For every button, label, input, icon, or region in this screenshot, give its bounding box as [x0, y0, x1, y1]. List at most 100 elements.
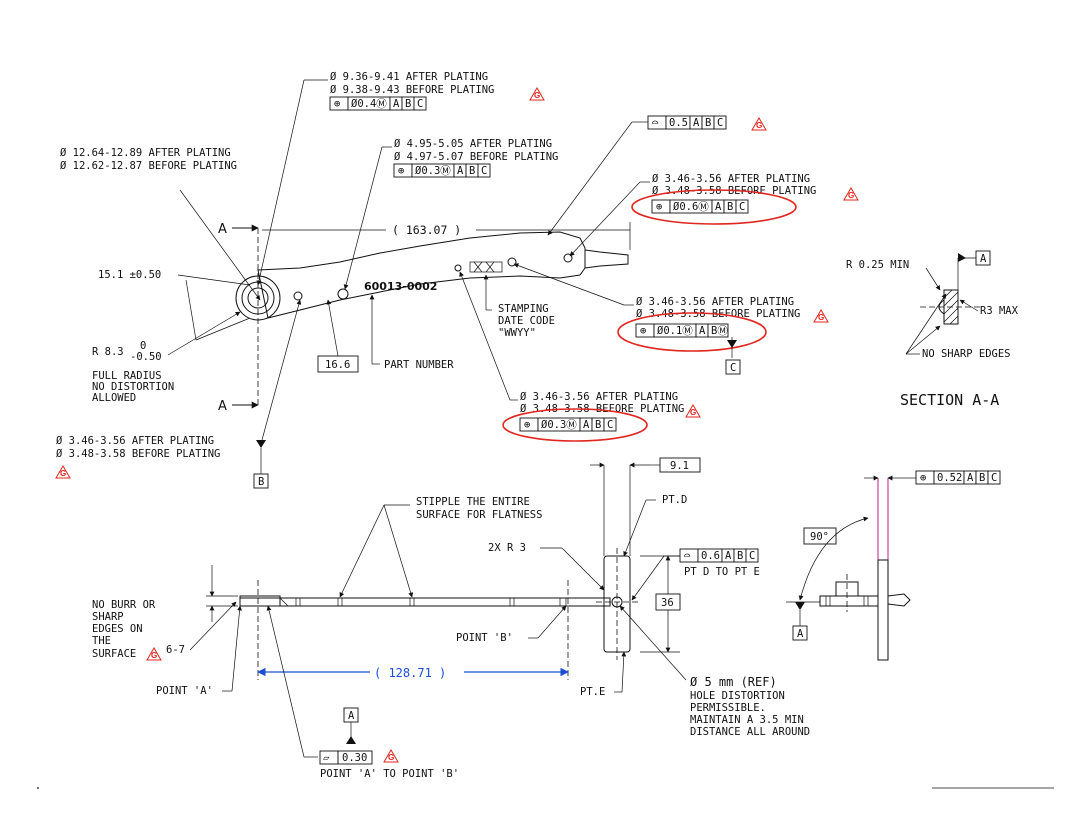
- section-label-top: A: [218, 222, 227, 237]
- hole-ref-3: PERMISSIBLE.: [690, 702, 766, 714]
- fcf-hole4: ⊕ Ø0.1Ⓜ A BⓂ: [635, 323, 729, 338]
- g-symbol: G: [388, 753, 394, 762]
- hole-ref-2: HOLE DISTORTION: [690, 690, 785, 702]
- hole-ref-5: DISTANCE ALL AROUND: [690, 726, 810, 738]
- fcf-ptde: ⌓ 0.6 A B C: [679, 548, 759, 563]
- length-dimension-bottom: ( 128.71 ): [257, 580, 569, 680]
- datum-c-label: C: [730, 362, 736, 374]
- points-a-b: POINT 'A' POINT 'B': [156, 605, 567, 697]
- radius-callout: R 8.3 0 -0.50 FULL RADIUS NO DISTORTION …: [92, 311, 241, 404]
- fcf-datum: A: [699, 325, 706, 337]
- g-symbol: G: [756, 121, 762, 130]
- callout-hole-4-95: Ø 4.95-5.05 AFTER PLATING Ø 4.97-5.07 BE…: [343, 138, 558, 290]
- dim-9-1: 9.1: [670, 460, 689, 472]
- section-r025: R 0.25 MIN: [846, 259, 909, 271]
- g-symbol: G: [848, 191, 854, 200]
- fcf-tolerance: 0.30: [342, 752, 367, 764]
- side-view: 9.1 36: [239, 457, 701, 660]
- no-burr-2: SHARP: [92, 611, 124, 623]
- fcf-datum: A: [583, 419, 590, 431]
- fcf-datum: B: [979, 472, 985, 484]
- flatness-note: POINT 'A' TO POINT 'B': [320, 768, 459, 780]
- fcf-profile: ⌓ 0.5 A B C: [647, 115, 727, 130]
- fcf-datum: C: [749, 550, 755, 562]
- callout-hole6: Ø 3.46-3.56 AFTER PLATING Ø 3.48-3.58 BE…: [55, 299, 302, 489]
- stamping-text-1: STAMPING: [498, 303, 549, 315]
- stipple-note: STIPPLE THE ENTIRE SURFACE FOR FLATNESS: [339, 496, 542, 598]
- g-symbol: G: [690, 408, 696, 417]
- fcf-flatness: ▱ 0.30: [319, 750, 373, 765]
- big-after-text: Ø 12.64-12.89 AFTER PLATING: [60, 147, 231, 159]
- width-text: 15.1 ±0.50: [98, 269, 161, 281]
- section-a-a: R 0.25 MIN A R3 MAX NO SHARP EDGES SECTI…: [846, 250, 1019, 409]
- fcf-datum: C: [717, 117, 723, 129]
- big-before-text: Ø 12.62-12.87 BEFORE PLATING: [60, 160, 237, 172]
- dim-36: 36: [661, 597, 674, 609]
- stipple-text-2: SURFACE FOR FLATNESS: [416, 509, 542, 521]
- hole3-after-text: Ø 3.46-3.56 AFTER PLATING: [652, 173, 810, 185]
- part-number-stamp: 60013-0002: [364, 280, 437, 293]
- hole2-before-text: Ø 4.97-5.07 BEFORE PLATING: [394, 151, 558, 163]
- fcf-hole2: ⊕ Ø0.3Ⓜ A B C: [393, 163, 491, 178]
- stamping-note: STAMPING DATE CODE "WWYY": [483, 274, 555, 339]
- hole-ref-note: Ø 5 mm (REF) HOLE DISTORTION PERMISSIBLE…: [619, 605, 810, 738]
- callout-hole-9-36: Ø 9.36-9.41 AFTER PLATING Ø 9.38-9.43 BE…: [256, 71, 545, 286]
- full-radius-note-1: FULL RADIUS: [92, 370, 162, 382]
- callout-profile-0-5: ⌓ 0.5 A B C G: [547, 115, 767, 236]
- hole5-before-text: Ø 3.48-3.58 BEFORE PLATING: [520, 403, 684, 415]
- fcf-datum: C: [607, 419, 613, 431]
- hole5-after-text: Ø 3.46-3.56 AFTER PLATING: [520, 391, 678, 403]
- fcf-hole5: ⊕ Ø0.3Ⓜ A B C: [519, 417, 617, 432]
- hole1-before-text: Ø 9.38-9.43 BEFORE PLATING: [330, 84, 494, 96]
- stamping-text-3: "WWYY": [498, 327, 536, 339]
- dim-16-6: 16.6: [325, 359, 350, 371]
- section-r3max: R3 MAX: [980, 305, 1019, 317]
- red-highlight-ellipse: [631, 189, 797, 225]
- part-number-label: PART NUMBER: [384, 359, 454, 371]
- fcf-tolerance: 0.5: [669, 117, 688, 129]
- fcf-symbol: ⊕: [640, 325, 646, 337]
- fcf-symbol: ⊕: [920, 472, 926, 484]
- fcf-tolerance: Ø0.1Ⓜ: [657, 325, 693, 337]
- hole2-after-text: Ø 4.95-5.05 AFTER PLATING: [394, 138, 552, 150]
- no-burr-3: EDGES ON: [92, 623, 143, 635]
- hole1-after-text: Ø 9.36-9.41 AFTER PLATING: [330, 71, 488, 83]
- full-radius-note-3: ALLOWED: [92, 392, 136, 404]
- section-nosharp: NO SHARP EDGES: [922, 348, 1011, 360]
- length-163-text: ( 163.07 ): [392, 223, 461, 237]
- fcf-datum: A: [725, 550, 732, 562]
- fcf-end-position: ⊕ 0.52 A B C: [915, 470, 1001, 485]
- fcf-datum: BⓂ: [711, 325, 728, 337]
- stipple-text-1: STIPPLE THE ENTIRE: [416, 496, 530, 508]
- fcf-datum: C: [481, 165, 487, 177]
- pte-label: PT.E: [580, 686, 605, 698]
- angle-90: 90°: [810, 531, 829, 543]
- section-title: SECTION A-A: [900, 391, 999, 409]
- fcf-tolerance: 0.6: [701, 550, 720, 562]
- g-symbol: G: [818, 313, 824, 322]
- top-view-part: 60013-0002: [235, 231, 629, 321]
- callout-hole4: Ø 3.46-3.56 AFTER PLATING Ø 3.48-3.58 BE…: [513, 263, 829, 375]
- fcf-symbol: ⌓: [652, 117, 659, 129]
- fcf-tolerance: 0.52: [937, 472, 962, 484]
- red-highlight-ellipse: [502, 408, 648, 442]
- fcf-tolerance: Ø0.6Ⓜ: [673, 201, 709, 213]
- width-dimension: 15.1 ±0.50: [98, 269, 251, 341]
- no-burr-5: SURFACE: [92, 648, 136, 660]
- fcf-datum: C: [739, 201, 745, 213]
- section-datum-a: A: [980, 253, 987, 265]
- end-flange: [877, 559, 889, 661]
- radius-text: R 8.3: [92, 346, 124, 358]
- hole4-after-text: Ø 3.46-3.56 AFTER PLATING: [636, 296, 794, 308]
- fcf-tolerance: Ø0.3Ⓜ: [541, 419, 577, 431]
- fcf-datum: B: [469, 165, 475, 177]
- flatness-callout: A ▱ 0.30 G POINT 'A' TO POINT 'B': [266, 605, 459, 780]
- fcf-datum: C: [417, 98, 423, 110]
- section-line-a: A A: [218, 222, 259, 414]
- fcf-symbol: ⊕: [524, 419, 530, 431]
- fcf-datum: A: [967, 472, 974, 484]
- fcf-symbol: ⊕: [398, 165, 404, 177]
- border-dot: [37, 787, 39, 789]
- fcf-tolerance: Ø0.4Ⓜ: [351, 98, 387, 110]
- hole6-after-text: Ø 3.46-3.56 AFTER PLATING: [56, 435, 214, 447]
